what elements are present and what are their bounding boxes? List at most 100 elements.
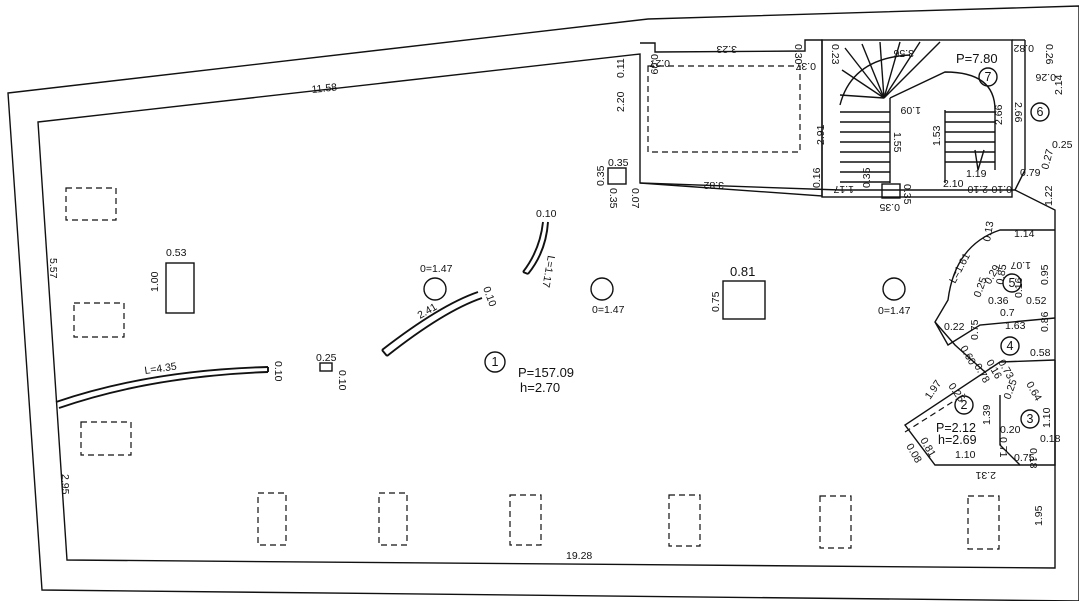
dim-r2-c: 1.10	[955, 449, 976, 461]
dim-r6-e: 1.14	[1014, 228, 1035, 240]
dim-right-lower: 1.95	[1033, 505, 1045, 526]
dim-stair-sq-w: 0.35	[879, 201, 900, 213]
dim-r5-arc: L=1.61	[947, 251, 973, 285]
dim-box-h: 1.00	[149, 271, 161, 292]
dim-annex-top-r: 0.30	[792, 44, 804, 65]
dim-r3-i: 2.31	[975, 469, 996, 481]
dim-arc-left: L=4.35	[144, 361, 178, 377]
dim-r5-b: 1.07	[1010, 259, 1031, 271]
dim-r4-e: 0.22	[944, 321, 965, 333]
dim-r6-top-r: 0.26	[1043, 44, 1055, 65]
dim-r5-c: 0.95	[1039, 264, 1051, 285]
dim-r3-c: 1.10	[1041, 407, 1053, 428]
dim-arc-left-end: 0.10	[272, 361, 284, 382]
dim-stair-tl: 0.23	[829, 44, 841, 65]
dim-r4-b: 1.63	[1005, 320, 1026, 332]
outer-wall	[7, 5, 1079, 601]
dim-annex-top-l2: 0.09	[648, 54, 660, 75]
stair-square	[881, 183, 901, 199]
stair-treads	[839, 41, 995, 183]
room-3-circle	[1020, 409, 1040, 429]
room-2-number: 2	[961, 398, 968, 412]
dim-annex-left-h: 2.20	[615, 91, 627, 112]
room-2-dashed	[904, 393, 966, 433]
dim-r3-d: 0.20	[1000, 424, 1021, 436]
dim-stair-mid2: 1.53	[931, 125, 943, 146]
dim-center-box-w: 0.81	[730, 264, 755, 279]
dim-r6-c: 0.79	[1020, 167, 1041, 179]
room-2-area: P=2.12	[936, 421, 976, 435]
stair-arrow	[974, 149, 985, 171]
dim-r4-f: 0.75	[969, 319, 981, 340]
curve-wall-top	[522, 221, 544, 273]
room-2-height: h=2.69	[938, 433, 977, 447]
center-box	[722, 280, 766, 320]
dim-bottom-wall: 19.28	[566, 550, 592, 562]
column-2	[590, 277, 614, 301]
dim-r3-g: 0.75	[1014, 452, 1035, 464]
dim-box-w: 0.53	[166, 247, 187, 259]
room-1-area: P=157.09	[518, 365, 574, 380]
room-5-number: 5	[1009, 276, 1016, 290]
room-7-area: P=7.80	[956, 51, 998, 66]
dim-annex-sq-w: 0.35	[608, 157, 629, 169]
room-5-circle	[1002, 273, 1022, 293]
dim-annex-bl: 0.07	[629, 188, 641, 209]
curve-wall-top-end	[522, 271, 529, 275]
dim-r6-a: 0.25	[1052, 139, 1073, 151]
dim-left-upper: 5.57	[47, 258, 59, 279]
room-4-number: 4	[1007, 339, 1014, 353]
curve-wall-mid-inner	[386, 297, 483, 357]
dim-r6-h: 2.14	[1053, 74, 1065, 95]
room-1-circle	[484, 351, 506, 373]
dim-r5-a: 0.13	[981, 220, 996, 242]
r6-bottom	[1014, 169, 1026, 191]
dim-stair-left: 2.91	[815, 124, 827, 145]
dim-annex-br: 0.37	[795, 60, 816, 72]
arc-wall-left	[55, 366, 269, 403]
dim-annex-bottom: 3.82	[703, 179, 724, 191]
column-2-label: 0=1.47	[592, 304, 625, 316]
dim-r4-c: 0.86	[1039, 311, 1051, 332]
dim-stair-inner: 1.09	[900, 104, 921, 116]
dim-r3-a: 0.64	[1023, 380, 1044, 404]
dim-r3-f: 0.18	[1040, 433, 1061, 445]
dim-r5-d: 0.52	[1026, 295, 1047, 307]
dim-annex-left-w: 0.11	[615, 58, 627, 78]
dim-r3-b: 0.25	[1002, 378, 1020, 401]
curve-wall-top-inner	[527, 221, 549, 275]
dim-curve-top-len: L=1.17	[539, 254, 556, 288]
room-5-outline	[934, 229, 1056, 346]
dim-small-square-h: 0.10	[336, 370, 348, 391]
dim-small-square: 0.25	[316, 352, 337, 364]
dim-r4-d: 0.58	[1030, 347, 1051, 359]
dim-stair-b1: 0.16	[811, 167, 823, 188]
dim-stair-mid: 1.55	[891, 132, 903, 153]
dim-r6-top: 0.82	[1013, 42, 1034, 54]
dim-r5-i: 0.85	[994, 263, 1009, 285]
dim-r6-b: 0.27	[1039, 148, 1056, 171]
column-1-label: 0=1.47	[420, 263, 453, 275]
room-2-outline	[903, 371, 1020, 466]
dim-stair-sq-h: 0.35	[901, 184, 913, 205]
dim-r6-top-r2: 0.26	[1035, 71, 1056, 83]
stair-walk-line	[889, 71, 996, 170]
dim-stair-top: 3.56	[893, 47, 914, 59]
room-6-number: 6	[1037, 105, 1044, 119]
dim-curve-top-w: 0.10	[536, 208, 557, 220]
dim-r6-d: 1.22	[1043, 185, 1055, 206]
dim-stair-bottom: 1.19	[966, 168, 987, 180]
dim-annex-top-l: 0.27	[649, 57, 670, 69]
column-3-label: 0=1.47	[878, 305, 911, 317]
dim-annex-sq-h: 0.35	[595, 165, 607, 186]
dim-stair-b5: 2.10	[967, 183, 988, 195]
dim-stair-b3: 0.35	[861, 167, 873, 188]
dim-top-wall: 11.58	[311, 81, 338, 96]
curve-wall-mid	[381, 291, 479, 351]
curve-wall-mid-end	[381, 349, 388, 357]
dim-curve-mid-w: 0.10	[480, 285, 498, 308]
dim-annex-top: 3.23	[716, 43, 737, 55]
annex-dashed-outline	[647, 65, 801, 153]
box-left	[165, 262, 195, 314]
